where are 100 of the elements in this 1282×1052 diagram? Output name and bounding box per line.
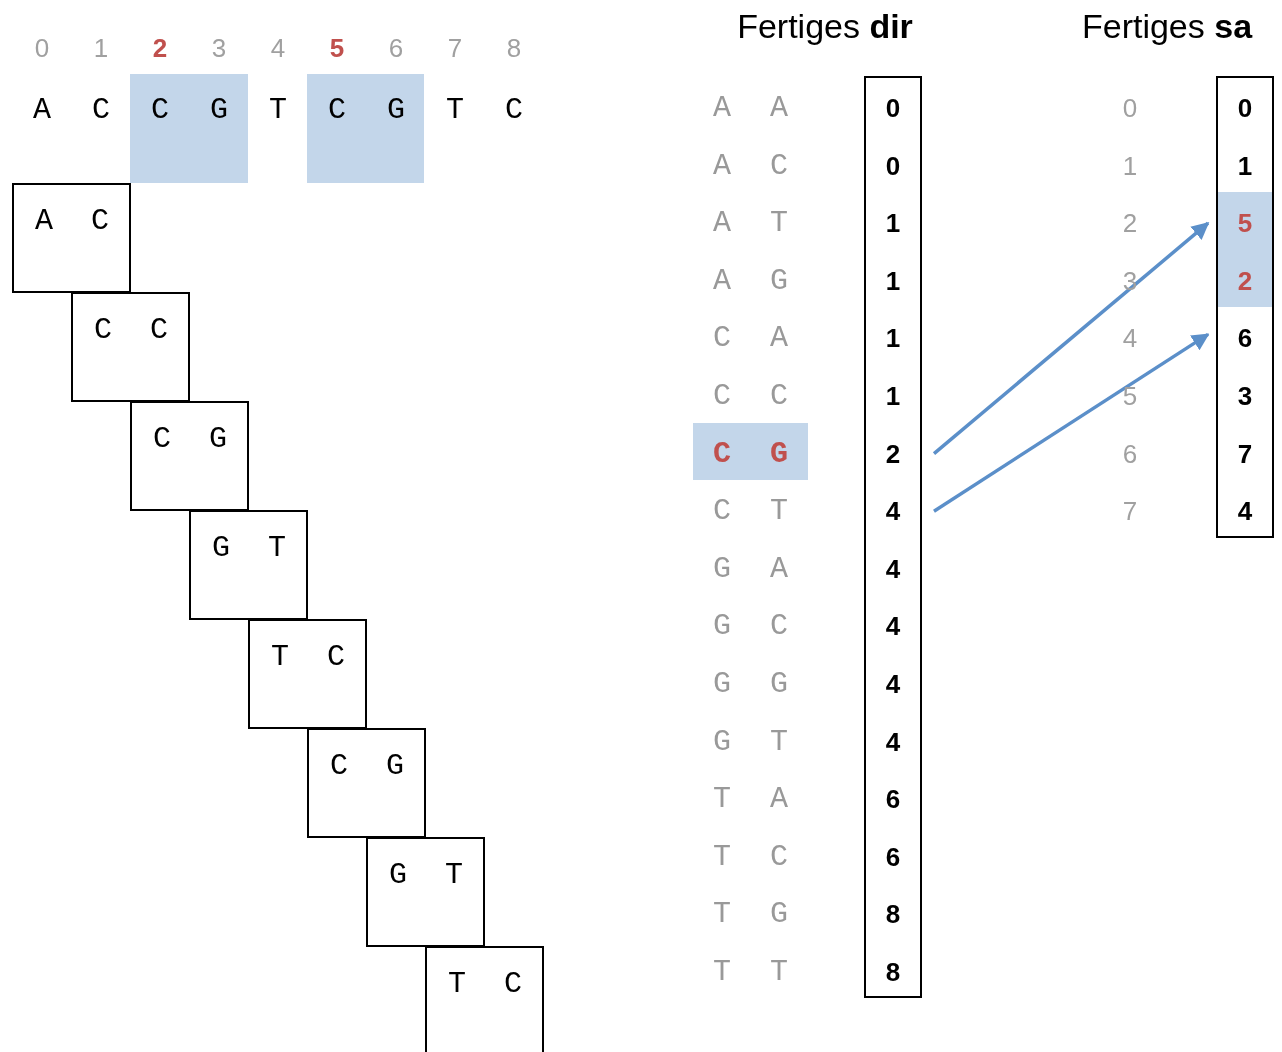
suffix-index: 4	[1122, 325, 1138, 352]
pair-letter: C	[713, 496, 731, 527]
position-index: 8	[506, 35, 522, 61]
array-value: 1	[866, 382, 920, 410]
position-index: 6	[388, 35, 404, 61]
pair-letter: G	[713, 611, 731, 642]
pair-letter: G	[713, 553, 731, 584]
window-box	[71, 292, 190, 402]
window-box	[130, 401, 249, 511]
window-letters: T C	[448, 969, 522, 999]
window-letters: C G	[330, 751, 404, 781]
pair-letter: G	[770, 669, 788, 699]
pair-letter: T	[770, 957, 788, 987]
window-letters: T C	[271, 642, 345, 672]
position-index: 4	[270, 35, 286, 61]
suffix-index: 6	[1122, 440, 1138, 467]
array-value: 4	[866, 612, 920, 641]
pair-letter: T	[713, 784, 731, 815]
sequence-letter: T	[446, 95, 464, 125]
suffix-index: 2	[1122, 210, 1138, 237]
pair-letter: G	[770, 899, 788, 930]
array-value: 8	[866, 958, 920, 986]
array-value: 6	[1218, 324, 1272, 353]
array-value: 2	[1218, 266, 1272, 295]
array-value: 1	[1218, 151, 1272, 180]
pair-letter: A	[770, 553, 788, 584]
window-box	[425, 946, 544, 1052]
pair-letter: A	[770, 93, 788, 123]
array-value: 4	[866, 554, 920, 583]
array-box	[1216, 76, 1274, 538]
sequence-letter: C	[505, 95, 523, 125]
column-heading: Fertiges sa	[1081, 9, 1253, 43]
array-value: 7	[1218, 439, 1272, 468]
window-letters: G T	[389, 860, 463, 890]
pair-letter: C	[713, 438, 731, 469]
position-index: 0	[34, 35, 50, 61]
array-value: 6	[866, 842, 920, 871]
window-letters: C G	[153, 424, 227, 454]
pair-letter: T	[713, 957, 731, 987]
array-value: 4	[866, 727, 920, 756]
column-heading: Fertiges dir	[737, 9, 913, 43]
suffix-index: 0	[1122, 95, 1138, 121]
array-value: 6	[866, 785, 920, 814]
suffix-index: 5	[1122, 383, 1138, 409]
pair-letter: C	[770, 150, 788, 181]
pair-letter: A	[713, 150, 731, 181]
pair-letter: G	[713, 669, 731, 699]
window-box	[248, 619, 367, 729]
pair-letter: C	[770, 381, 788, 411]
pair-letter: C	[770, 611, 788, 642]
position-index: 5	[329, 35, 345, 61]
pair-letter: T	[770, 208, 788, 239]
window-box	[366, 837, 485, 947]
sequence-letter: G	[387, 95, 405, 125]
arrow	[933, 332, 1210, 513]
array-value: 2	[866, 439, 920, 468]
pair-letter: T	[770, 496, 788, 527]
pair-letter: G	[770, 438, 788, 469]
sequence-letter: G	[210, 95, 228, 125]
pair-letter: C	[713, 381, 731, 411]
pair-letter: A	[770, 323, 788, 354]
pair-letter: A	[713, 93, 731, 123]
array-box	[864, 76, 922, 998]
pair-letter: G	[713, 726, 731, 757]
suffix-index: 3	[1122, 267, 1138, 294]
array-value: 4	[1218, 497, 1272, 526]
array-value: 1	[866, 324, 920, 353]
array-value: 8	[866, 900, 920, 929]
sequence-letter: A	[33, 95, 51, 125]
pair-letter: C	[713, 323, 731, 354]
array-value: 4	[866, 497, 920, 526]
sequence-letter: T	[269, 95, 287, 125]
array-value: 1	[866, 209, 920, 238]
pair-letter: T	[770, 726, 788, 757]
suffix-index: 1	[1122, 152, 1138, 179]
sequence-letter: C	[328, 95, 346, 125]
position-index: 2	[152, 35, 168, 61]
sequence-letter: C	[151, 95, 169, 125]
array-value: 3	[1218, 382, 1272, 410]
array-value: 1	[866, 266, 920, 295]
window-letters: G T	[212, 533, 286, 563]
window-letters: A C	[35, 206, 109, 236]
arrow	[932, 221, 1210, 455]
array-value: 0	[866, 94, 920, 122]
window-letters: C C	[94, 315, 168, 345]
position-index: 3	[211, 35, 227, 61]
array-value: 0	[866, 151, 920, 180]
pair-letter: A	[713, 208, 731, 239]
pair-letter: G	[770, 265, 788, 296]
pair-letter: T	[713, 899, 731, 930]
pair-letter: T	[713, 841, 731, 872]
position-index: 1	[93, 35, 109, 61]
sequence-letter: C	[92, 95, 110, 125]
window-box	[12, 183, 131, 293]
suffix-index: 7	[1122, 498, 1138, 525]
window-box	[189, 510, 308, 620]
array-value: 4	[866, 670, 920, 698]
pair-letter: C	[770, 841, 788, 872]
pair-letter: A	[770, 784, 788, 815]
pair-letter: A	[713, 265, 731, 296]
